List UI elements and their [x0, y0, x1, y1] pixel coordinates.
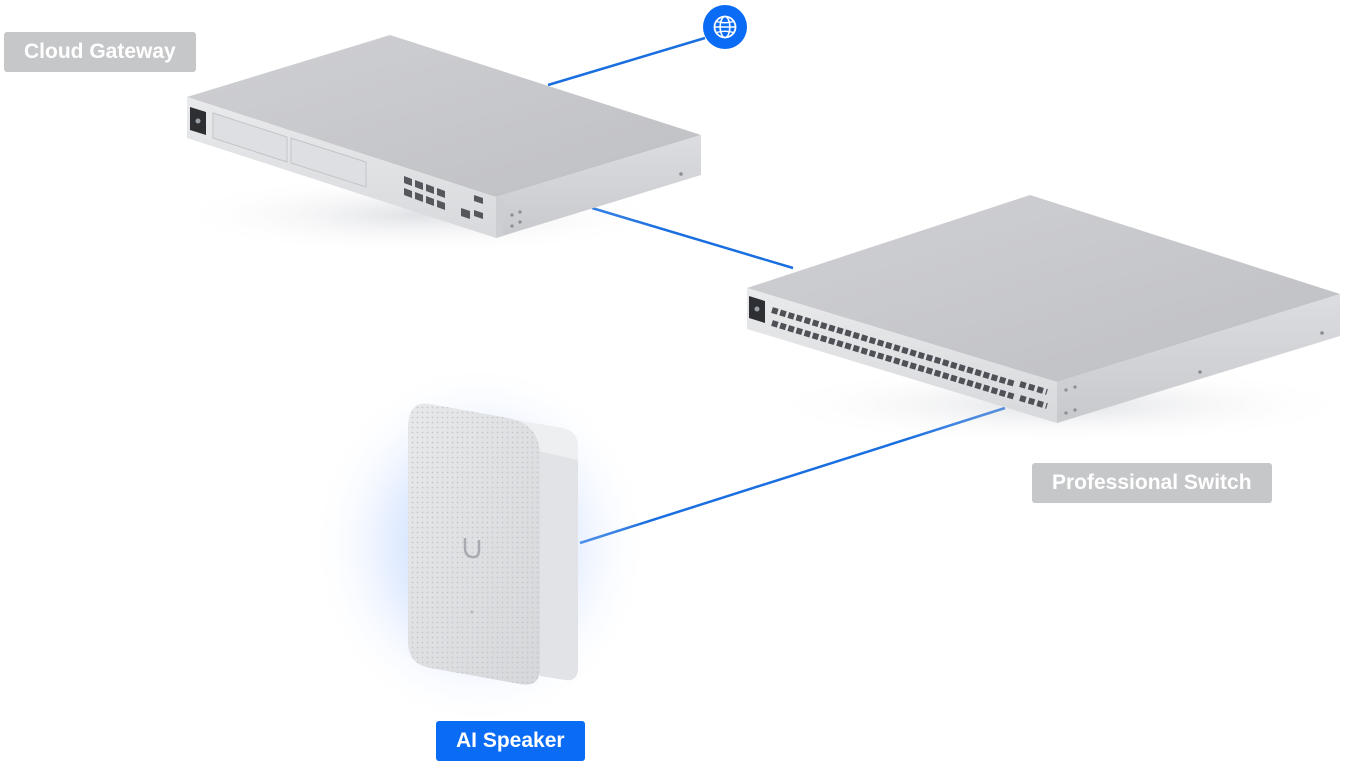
globe-icon — [713, 15, 737, 39]
link-internet-gateway — [547, 36, 706, 87]
ai-speaker-device[interactable] — [310, 360, 650, 730]
switch-ports — [771, 307, 1048, 409]
cloud-gateway-device[interactable] — [170, 35, 701, 255]
gateway-ports — [404, 176, 483, 219]
internet-globe-button[interactable] — [703, 5, 747, 49]
ubiquiti-logo — [463, 538, 481, 559]
cloud-gateway-label[interactable]: Cloud Gateway — [4, 32, 196, 72]
professional-switch-label[interactable]: Professional Switch — [1032, 463, 1272, 503]
ai-speaker-label[interactable]: AI Speaker — [436, 721, 585, 761]
professional-switch-device[interactable] — [747, 195, 1353, 445]
